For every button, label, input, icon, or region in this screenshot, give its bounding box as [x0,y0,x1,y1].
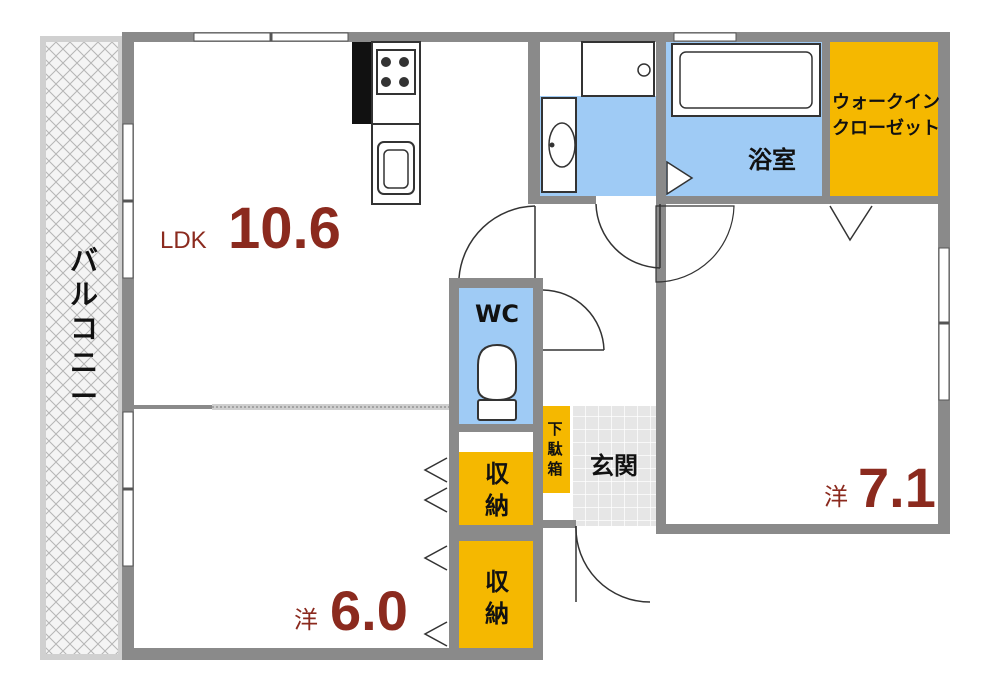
storage-bottom [459,541,536,650]
wc-label: WC [475,300,519,328]
shoe-box-line-2: 駄 [547,440,563,458]
balcony-label: バルコニー [70,244,98,413]
storage-top [459,452,536,525]
bath-door-marker [666,160,694,196]
sink-icon [377,141,415,195]
storage-bottom-line-2: 納 [485,600,509,628]
washbasin-icon [541,97,577,193]
windows [122,32,950,567]
entrance-floor [573,406,657,526]
western-right-prefix: 洋 [824,484,848,511]
stove-icon [376,49,416,95]
washing-machine-icon [581,41,655,97]
western-left-prefix: 洋 [294,607,318,634]
closet-door-markers [423,205,873,647]
shoe-box [541,406,570,493]
toilet-icon [477,343,517,421]
walk-in-closet-line-1: ウォークイン [832,92,940,113]
storage-bottom-line-1: 収 [485,568,510,596]
walls [122,32,950,660]
bath-label: 浴室 [748,146,796,174]
sliding-door [212,404,449,410]
storage-top-line-1: 収 [485,460,510,488]
kitchen [352,41,421,205]
ldk-prefix: LDK [160,227,207,254]
shoe-box-line-1: 下 [547,420,562,438]
bathtub-icon [671,43,821,117]
storage-top-line-2: 納 [485,492,509,520]
western-right-size: 7.1 [858,456,936,519]
walk-in-closet-line-2: クローゼット [832,117,940,139]
door-swings [458,203,735,603]
ldk-size: 10.6 [228,196,341,261]
entrance-label: 玄関 [590,452,638,480]
balcony [40,36,124,660]
shoe-box-line-3: 箱 [547,460,562,478]
walk-in-closet [829,40,944,198]
western-left-size: 6.0 [330,579,408,642]
